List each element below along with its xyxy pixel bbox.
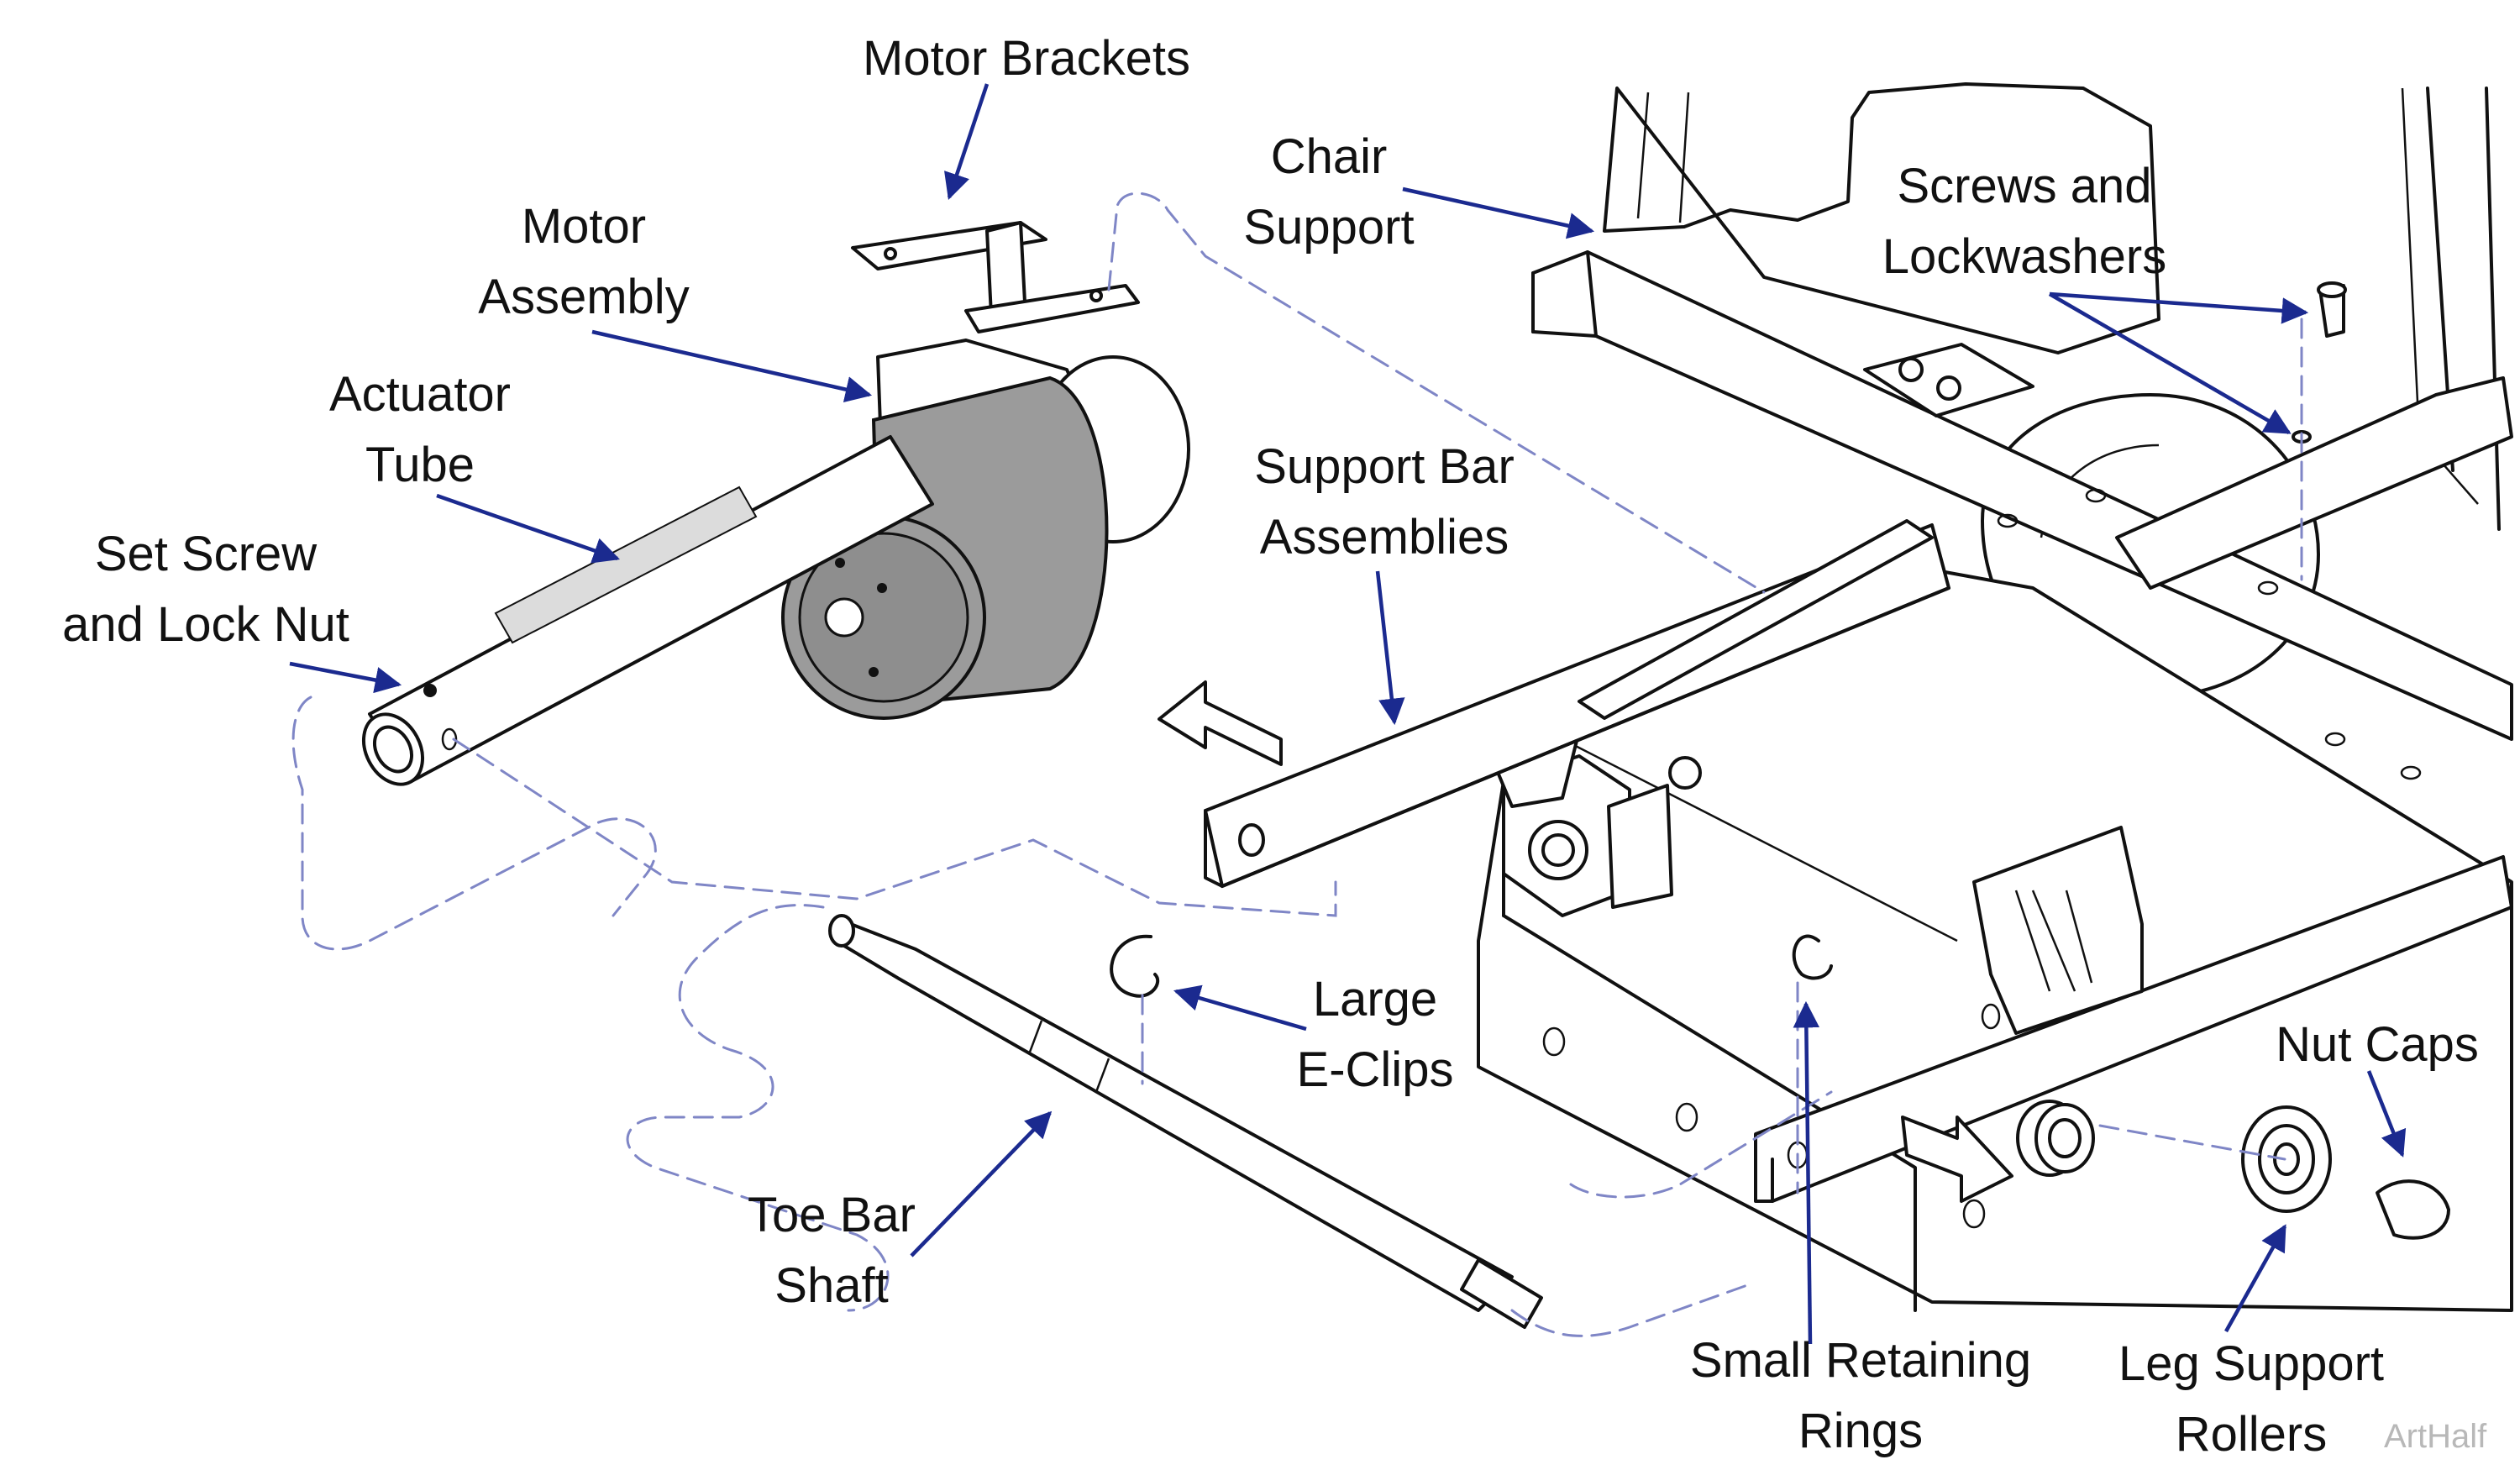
- label-motor-brackets-line1: Motor Brackets: [863, 31, 1190, 86]
- label-small-retaining-rings-line1: Small Retaining: [1689, 1333, 2032, 1388]
- label-small-retaining-rings: Small Retaining Rings: [1690, 1326, 2031, 1467]
- label-support-bar-assemblies: Support Bar Assemblies: [1254, 432, 1515, 573]
- label-actuator-tube-line1: Actuator: [329, 367, 511, 422]
- label-chair-support: Chair Support: [1243, 122, 1414, 263]
- label-set-screw-and-lock-nut: Set Screw and Lock Nut: [62, 519, 349, 660]
- label-large-e-clips-line2: E-Clips: [1296, 1042, 1454, 1097]
- label-set-screw-and-lock-nut-line1: Set Screw: [94, 527, 318, 581]
- callout-arrows: [289, 83, 2407, 1345]
- motor-assembly-drawing: [361, 221, 1190, 786]
- watermark: ArtHalf: [2384, 1418, 2487, 1455]
- label-leg-support-rollers-line2: Rollers: [2175, 1407, 2328, 1462]
- label-toe-bar-shaft: Toe Bar Shaft: [748, 1180, 916, 1321]
- label-support-bar-assemblies-line1: Support Bar: [1254, 439, 1515, 494]
- label-toe-bar-shaft-line2: Shaft: [774, 1258, 889, 1313]
- toe-bar-shaft-drawing: [828, 914, 1543, 1329]
- label-nut-caps: Nut Caps: [2276, 1010, 2479, 1080]
- label-chair-support-line1: Chair: [1270, 129, 1388, 184]
- label-screws-and-lockwashers-line1: Screws and: [1897, 159, 2152, 213]
- label-motor-assembly: Motor Assembly: [478, 192, 689, 333]
- label-screws-and-lockwashers: Screws and Lockwashers: [1882, 151, 2166, 292]
- label-actuator-tube-line2: Tube: [365, 438, 475, 492]
- label-nut-caps-line1: Nut Caps: [2276, 1017, 2479, 1072]
- label-leg-support-rollers: Leg Support Rollers: [2118, 1329, 2384, 1470]
- label-actuator-tube: Actuator Tube: [329, 360, 511, 501]
- label-motor-assembly-line1: Motor: [521, 199, 647, 254]
- label-small-retaining-rings-line2: Rings: [1798, 1404, 1924, 1458]
- nut-cap-drawing: [2376, 1179, 2450, 1240]
- label-large-e-clips: Large E-Clips: [1297, 964, 1454, 1105]
- large-e-clip-drawing: [1110, 934, 1160, 998]
- label-motor-brackets: Motor Brackets: [863, 24, 1190, 94]
- label-leg-support-rollers-line1: Leg Support: [2118, 1336, 2385, 1391]
- label-motor-assembly-line2: Assembly: [478, 270, 690, 324]
- label-support-bar-assemblies-line2: Assemblies: [1259, 510, 1509, 564]
- beam-holes: [1997, 488, 2422, 780]
- screw-and-lockwasher-drawing: [2292, 281, 2347, 444]
- label-set-screw-and-lock-nut-line2: and Lock Nut: [62, 597, 349, 652]
- label-chair-support-line2: Support: [1243, 200, 1415, 255]
- label-screws-and-lockwashers-line2: Lockwashers: [1882, 229, 2167, 284]
- support-bar-assembly: [1204, 519, 1950, 888]
- label-large-e-clips-line1: Large: [1312, 972, 1438, 1026]
- assembly-leader-lines: [291, 192, 2303, 1337]
- label-toe-bar-shaft-line1: Toe Bar: [748, 1188, 916, 1242]
- leg-support-roller-drawing: [2241, 1105, 2332, 1213]
